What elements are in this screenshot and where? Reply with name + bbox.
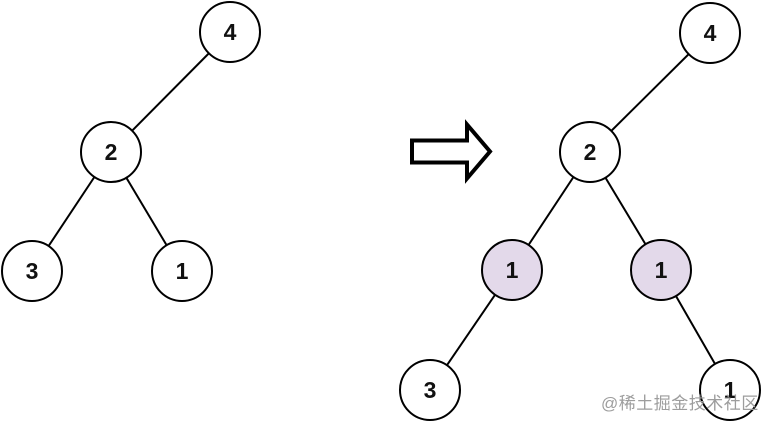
tree-node-after-m1L: 1 <box>481 239 543 301</box>
tree-node-after-m2: 2 <box>559 121 621 183</box>
right-arrow-icon <box>410 119 493 184</box>
tree-node-circle-highlighted <box>630 239 692 301</box>
tree-node-label: 3 <box>26 258 39 284</box>
tree-node-circle-highlighted <box>481 239 543 301</box>
tree-node-circle <box>559 121 621 183</box>
tree-edges-layer <box>31 31 731 391</box>
tree-node-after-m3: 3 <box>399 359 461 421</box>
tree-node-label: 1 <box>655 257 668 283</box>
tree-node-label: 1 <box>176 258 189 284</box>
tree-node-label: 4 <box>224 19 237 45</box>
tree-node-circle <box>80 121 142 183</box>
tree-node-before-n3: 3 <box>1 240 63 302</box>
tree-node-after-m1: 1 <box>699 359 761 421</box>
tree-node-circle <box>151 240 213 302</box>
tree-node-circle <box>1 240 63 302</box>
tree-node-label: 4 <box>704 20 717 46</box>
tree-node-label: 3 <box>424 377 437 403</box>
tree-node-circle <box>399 359 461 421</box>
tree-node-label: 2 <box>584 139 597 165</box>
tree-node-after-m1R: 1 <box>630 239 692 301</box>
tree-node-label: 1 <box>724 377 737 403</box>
tree-node-circle <box>199 1 261 63</box>
tree-node-label: 2 <box>105 139 118 165</box>
tree-node-circle <box>699 359 761 421</box>
tree-node-before-n4: 4 <box>199 1 261 63</box>
tree-node-after-m4: 4 <box>679 2 741 64</box>
tree-node-before-n2: 2 <box>80 121 142 183</box>
tree-node-circle <box>679 2 741 64</box>
tree-node-before-n1: 1 <box>151 240 213 302</box>
tree-node-label: 1 <box>506 257 519 283</box>
